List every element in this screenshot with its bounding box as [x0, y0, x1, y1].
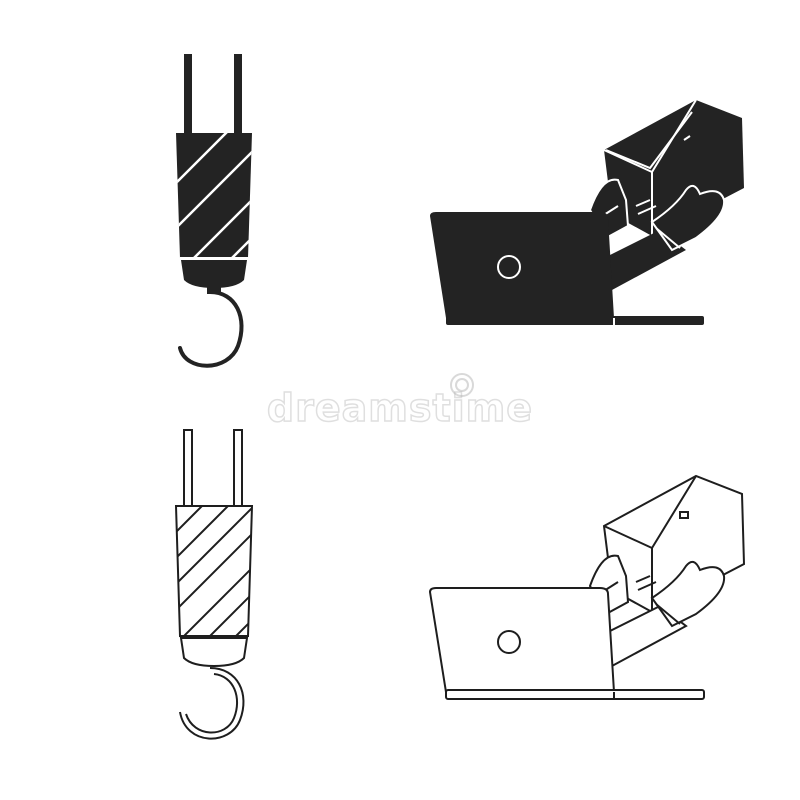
- crane-hook-solid-icon: [176, 54, 252, 368]
- laptop-delivery-outline-icon: [428, 474, 746, 700]
- crane-hook-outline-icon: [174, 429, 254, 740]
- laptop-delivery-solid-icon: [430, 99, 744, 325]
